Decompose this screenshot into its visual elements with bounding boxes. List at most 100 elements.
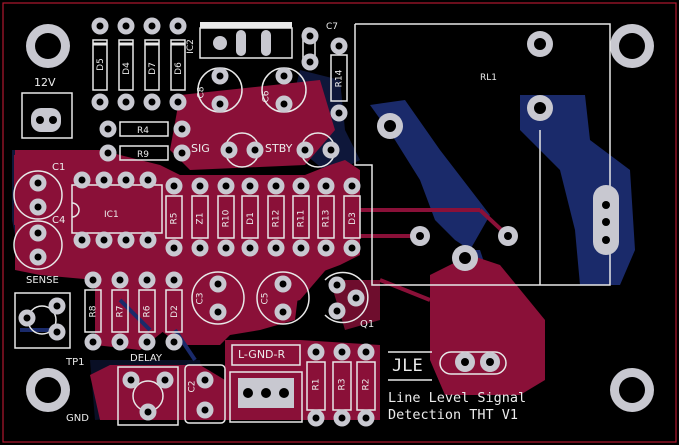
pad-hole — [279, 280, 287, 288]
label-c2: C2 — [187, 380, 198, 393]
pad-hole — [306, 58, 314, 66]
pad-hole — [216, 72, 224, 80]
pad-hole — [144, 176, 152, 184]
resistor-row — [165, 195, 361, 239]
label-r2: R2 — [361, 378, 372, 391]
pad-hole — [352, 294, 360, 302]
label-r8: R8 — [88, 305, 99, 318]
pad-hole — [34, 179, 42, 187]
pad-hole — [327, 146, 335, 154]
label-c8: C8 — [196, 86, 207, 99]
label-tp1: TP1 — [66, 357, 85, 368]
pad-hole — [170, 244, 178, 252]
pad-hole — [96, 98, 104, 106]
pad-hole — [161, 376, 169, 384]
label-r9: R9 — [137, 150, 149, 160]
pad-hole — [148, 98, 156, 106]
c2-cap — [184, 364, 226, 424]
pad-hole — [116, 276, 124, 284]
title-line-1: Line Level Signal — [388, 390, 527, 406]
label-r7: R7 — [115, 305, 126, 318]
pad-hole — [272, 182, 280, 190]
label-r11: R11 — [296, 209, 307, 228]
pad-hole — [301, 146, 309, 154]
label-d1: D1 — [245, 212, 256, 225]
pad-hole — [148, 22, 156, 30]
pad-hole — [34, 203, 42, 211]
label-gnd: GND — [66, 413, 89, 424]
pad-hole — [348, 244, 356, 252]
pad-hole — [348, 182, 356, 190]
pad-hole — [78, 176, 86, 184]
label-q1: Q1 — [360, 319, 375, 330]
pad-hole — [214, 308, 222, 316]
pad-hole — [201, 406, 209, 414]
label-delay: DELAY — [130, 353, 162, 364]
relay-pads — [377, 31, 619, 372]
pad-hole — [201, 376, 209, 384]
label-c4: C4 — [52, 215, 66, 226]
label-c3: C3 — [195, 292, 206, 305]
mounting-holes — [26, 24, 654, 412]
label-r14: R14 — [334, 69, 345, 88]
pad-hole — [144, 236, 152, 244]
pad-hole — [322, 182, 330, 190]
resistors-r4-r9 — [119, 121, 169, 161]
pad-hole — [333, 281, 341, 289]
pad-hole — [89, 276, 97, 284]
pad-hole — [279, 308, 287, 316]
terminal-12v — [21, 92, 73, 139]
pad-hole — [78, 236, 86, 244]
pad-hole — [216, 100, 224, 108]
pad-hole — [143, 338, 151, 346]
pad-hole — [170, 182, 178, 190]
pad-hole — [272, 244, 280, 252]
label-sense: SENSE — [26, 275, 59, 286]
pad-hole — [104, 125, 112, 133]
label-12v: 12V — [34, 76, 56, 89]
pad-hole — [335, 109, 343, 117]
pad-hole — [53, 328, 61, 336]
label-rl1: RL1 — [480, 73, 497, 83]
pad-hole — [178, 125, 186, 133]
label-d5: D5 — [95, 58, 106, 71]
pad-hole — [122, 176, 130, 184]
label-r6: R6 — [142, 305, 153, 318]
pad-hole — [34, 229, 42, 237]
pad-hole — [174, 22, 182, 30]
relay-outline — [354, 23, 611, 381]
resistors-lower — [84, 289, 183, 333]
label-r12: R12 — [271, 209, 282, 228]
label-d3: D3 — [347, 212, 358, 225]
label-ic2: IC2 — [185, 39, 196, 54]
pad-hole — [174, 98, 182, 106]
pad-hole — [338, 414, 346, 422]
pad-hole — [127, 376, 135, 384]
pad-hole — [222, 182, 230, 190]
pad-hole — [34, 253, 42, 261]
through-hole-pads — [18, 17, 375, 427]
pad-hole — [23, 314, 31, 322]
pad-hole — [170, 276, 178, 284]
label-c5: C5 — [260, 292, 271, 305]
pad-hole — [362, 348, 370, 356]
label-r3: R3 — [337, 378, 348, 391]
label-d7: D7 — [147, 62, 158, 75]
label-d6: D6 — [173, 62, 184, 75]
r14-resistor — [330, 54, 348, 102]
pad-hole — [280, 100, 288, 108]
label-sig: SIG — [191, 142, 210, 155]
pad-hole — [338, 348, 346, 356]
pad-hole — [225, 146, 233, 154]
pad-hole — [196, 244, 204, 252]
pad-hole — [122, 22, 130, 30]
label-connector: L-GND-R — [238, 348, 286, 361]
pad-hole — [53, 302, 61, 310]
label-r1: R1 — [311, 378, 322, 391]
pad-hole — [100, 176, 108, 184]
label-c7: C7 — [326, 22, 339, 32]
pad-hole — [312, 348, 320, 356]
label-r5: R5 — [169, 212, 180, 225]
pad-hole — [144, 408, 152, 416]
